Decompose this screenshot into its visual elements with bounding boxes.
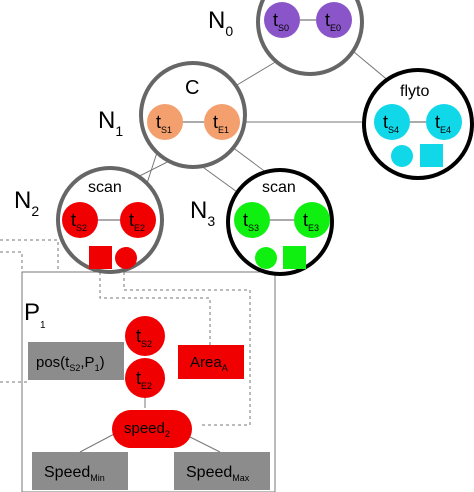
area-constraint-label: AreaA [190, 354, 228, 373]
node-n1-te-label: tE1 [213, 112, 229, 135]
node-n3-name: N3 [190, 197, 215, 229]
node-n4-ts [374, 104, 410, 140]
dashed-left-upper [0, 239, 59, 272]
node-n4-te-label: tE4 [435, 112, 451, 135]
speed-min-box [32, 452, 128, 490]
node-n4-te [426, 104, 462, 140]
node-n3-label: scan [262, 179, 296, 196]
node-n2-resource-circle [115, 247, 137, 269]
node-n1-name: N1 [98, 107, 123, 139]
node-n3-ts [234, 202, 270, 238]
panel-ts-node [125, 316, 165, 356]
panel-ts-label: tS2 [136, 326, 152, 349]
dashed-square-area [99, 272, 211, 345]
dashed-left-mid [0, 251, 23, 272]
speed-node [112, 410, 192, 448]
node-n1-ts-label: tS1 [156, 112, 172, 135]
node-n0-te [316, 2, 352, 38]
node-n2-te [120, 202, 156, 238]
panel-te-node [125, 358, 165, 398]
area-constraint-box [178, 345, 244, 379]
node-n2-ts [62, 202, 98, 238]
dashed-edges [0, 239, 251, 426]
panel-p1-label: P1 [24, 299, 46, 331]
node-n4-label: flyto [400, 83, 429, 100]
panel-p1-frame [21, 271, 276, 492]
node-n2-resource-square [89, 246, 112, 269]
node-n0-ts [264, 2, 300, 38]
node-n4-resource-square [420, 144, 443, 167]
node-n4-ts-label: tS4 [383, 112, 399, 135]
panel-te-label: tE2 [136, 368, 152, 391]
node-n1-ring [139, 61, 247, 169]
pos-constraint-label: pos(tS2,P1) [36, 354, 105, 373]
node-n0-ts-label: tS0 [273, 10, 289, 33]
node-n0-name: N0 [208, 7, 233, 39]
node-n1-ts [147, 104, 183, 140]
node-n0-te-label: tE0 [325, 10, 341, 33]
speed-max-label: SpeedMax [186, 464, 250, 483]
speed-label: speed2 [124, 420, 170, 439]
node-n2-label: scan [88, 179, 122, 196]
node-n2-ts-label: tS2 [71, 210, 87, 233]
edge-speed-min [79, 431, 119, 453]
dashed-circle-speed [123, 272, 251, 426]
node-n1-te [204, 104, 240, 140]
node-n3-ts-label: tS3 [243, 210, 259, 233]
node-n4-resource-circle [391, 145, 413, 167]
pos-constraint-box [28, 342, 124, 380]
speed-min-label: SpeedMin [44, 464, 105, 483]
node-n4-ring [362, 68, 474, 180]
node-n1-label: C [185, 77, 199, 99]
speed-max-box [174, 452, 270, 490]
node-n2-te-label: tE2 [129, 210, 145, 233]
node-n3-te [294, 202, 330, 238]
node-n2-name: N2 [14, 187, 39, 219]
node-n3-resource-circle [255, 247, 277, 269]
node-n3-resource-square [283, 246, 306, 269]
node-n3-te-label: tE3 [303, 210, 319, 233]
